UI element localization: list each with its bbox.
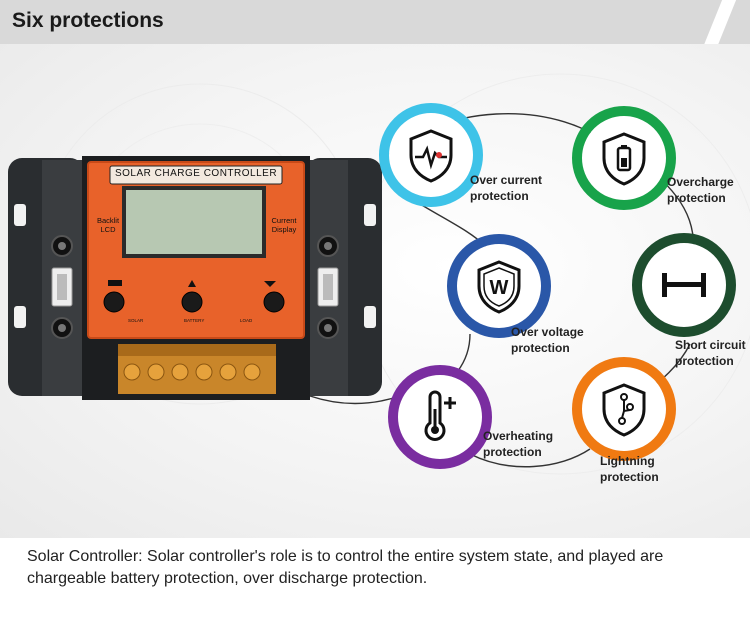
overcharge-node (572, 106, 676, 210)
shield-lightning-icon (602, 383, 646, 437)
shield-battery-icon (602, 132, 646, 186)
caption-text: Solar Controller: Solar controller's rol… (27, 548, 664, 587)
device-name: SOLAR CHARGE CONTROLLER (114, 168, 278, 179)
shield-w-icon: W (477, 260, 521, 314)
connector-arc (469, 448, 591, 468)
shield-pulse-icon (409, 129, 453, 183)
terminal-label-load: LOAD (240, 318, 253, 323)
page-title: Six protections (12, 9, 164, 32)
short-circuit-node (632, 233, 736, 337)
terminal-label-battery: BATTERY (184, 318, 205, 323)
over-voltage-node: W (447, 234, 551, 338)
short-circuit-icon (662, 273, 706, 297)
over-current-node (379, 103, 483, 207)
thermometer-plus-icon (424, 390, 456, 441)
overheating-node (388, 365, 492, 469)
terminal-label-solar: SOLAR (128, 318, 144, 323)
svg-text:W: W (490, 277, 509, 299)
section-header: Six protections (0, 0, 750, 44)
lightning-node (572, 357, 676, 461)
